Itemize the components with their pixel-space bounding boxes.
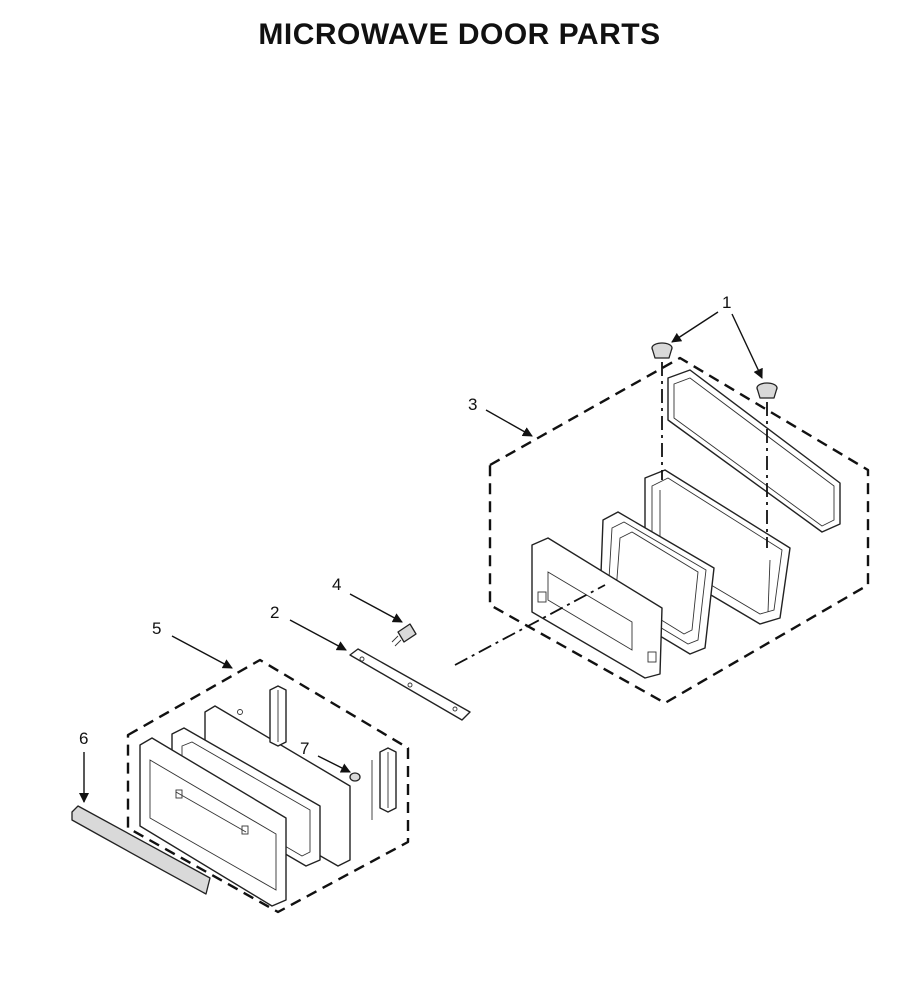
door-bracket-left-part[interactable]	[269, 685, 287, 747]
assembly-3-boundary	[488, 356, 870, 705]
latch-hook-part-right[interactable]	[756, 382, 778, 399]
callout-2: 2	[270, 603, 279, 622]
door-bracket-right-part[interactable]	[371, 747, 397, 820]
callout-3-leader	[485, 409, 533, 437]
outer-door-face-part[interactable]	[139, 737, 287, 907]
callout-2-leader	[289, 619, 347, 651]
callout-7-leader	[317, 755, 351, 773]
hinge-centerline	[454, 584, 606, 666]
page-title: MICROWAVE DOOR PARTS	[258, 18, 661, 51]
callout-3: 3	[468, 395, 477, 414]
callout-5-leader	[171, 635, 233, 669]
plug-part[interactable]	[349, 772, 361, 782]
callout-5: 5	[152, 619, 161, 638]
callout-6: 6	[79, 729, 88, 748]
latch-hook-part-left[interactable]	[651, 342, 673, 359]
hinge-plate-part[interactable]	[349, 648, 471, 721]
callout-1-leader-left	[671, 311, 719, 343]
callout-4-leader	[349, 593, 403, 623]
door-front-panel-part[interactable]	[531, 537, 663, 679]
callout-1: 1	[722, 293, 731, 312]
callout-7: 7	[300, 739, 309, 758]
screw-part[interactable]	[391, 623, 417, 647]
assembly-5-boundary	[126, 658, 410, 914]
callout-1-leader-right	[731, 313, 763, 379]
door-handle-part[interactable]	[71, 805, 211, 895]
door-glass-panel-part[interactable]	[667, 369, 841, 533]
callout-4: 4	[332, 575, 341, 594]
